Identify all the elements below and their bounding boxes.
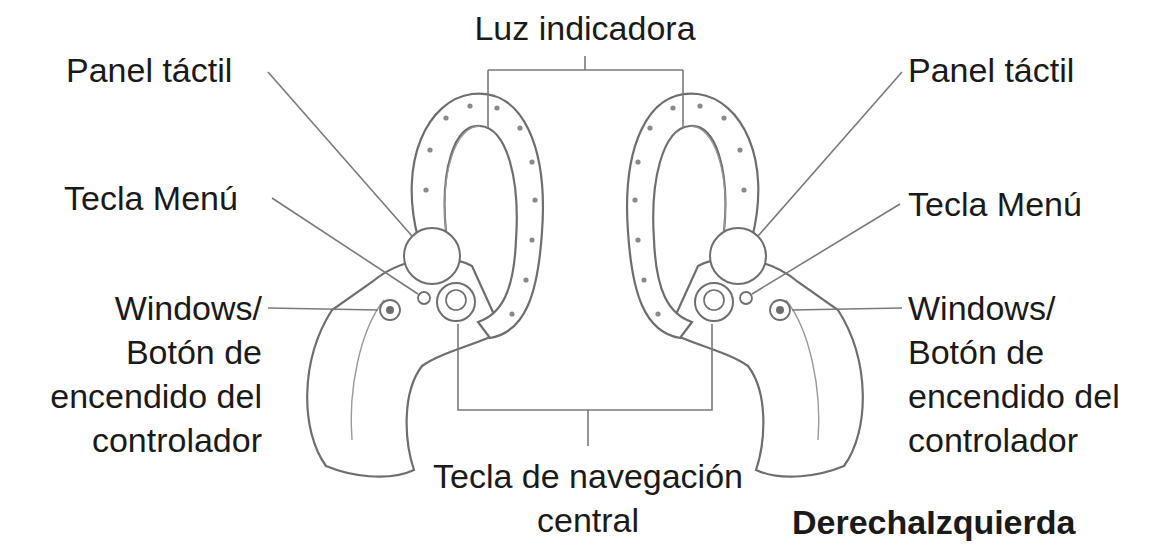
part-label: Windows/ Botón de encendido del controla… — [40, 286, 262, 462]
leader-lines — [268, 56, 902, 446]
part-label: Tecla Menú — [64, 176, 284, 220]
part-label: Panel táctil — [908, 48, 1138, 92]
side-label: DerechaIzquierda — [792, 500, 1152, 544]
part-label: Tecla de navegación central — [420, 454, 756, 542]
part-label: Tecla Menú — [908, 182, 1138, 226]
part-label: Luz indicadora — [435, 6, 735, 50]
part-label: Panel táctil — [66, 48, 286, 92]
part-label: Windows/ Botón de encendido del controla… — [908, 286, 1138, 462]
